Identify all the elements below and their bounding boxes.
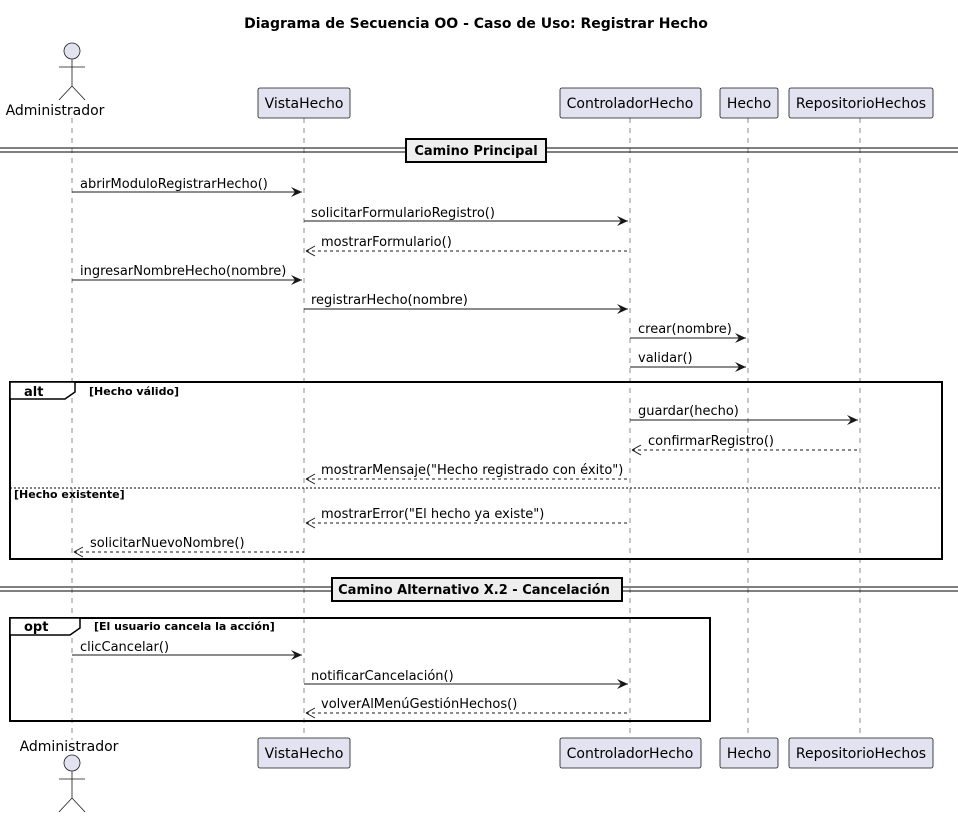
fragment-guard-opt: [El usuario cancela la acción]	[94, 620, 275, 633]
participant-hecho-top: Hecho	[719, 87, 779, 119]
message-label: mostrarError("El hecho ya existe")	[321, 507, 544, 522]
message-label: mostrarFormulario()	[321, 235, 452, 250]
participant-label-vistahecho: VistaHecho	[265, 746, 344, 762]
fragment-kind-alt: alt	[24, 385, 43, 400]
message-label: clicCancelar()	[80, 640, 169, 655]
message-label: notificarCancelación()	[311, 669, 454, 684]
message-label: confirmarRegistro()	[648, 434, 774, 449]
participant-repositoriohechos-bottom: RepositorioHechos	[788, 737, 934, 769]
divider-label: Camino Alternativo X.2 - Cancelación	[338, 583, 610, 598]
fragment-kind-opt: opt	[24, 620, 48, 635]
message-label: solicitarNuevoNombre()	[90, 536, 245, 551]
actor-head-icon	[63, 42, 81, 60]
message-label: solicitarFormularioRegistro()	[311, 206, 495, 221]
participant-label-administrador: Administrador	[20, 739, 119, 755]
participant-label-administrador: Administrador	[6, 103, 105, 119]
message-label: mostrarMensaje("Hecho registrado con éxi…	[321, 463, 623, 478]
message-label: ingresarNombreHecho(nombre)	[80, 264, 286, 279]
message-label: registrarHecho(nombre)	[311, 293, 468, 308]
divider-label: Camino Principal	[414, 144, 537, 159]
message-label: abrirModuloRegistrarHecho()	[80, 177, 268, 192]
participant-vistahecho-bottom: VistaHecho	[257, 737, 351, 769]
actor-administrador-bottom: Administrador	[20, 739, 119, 813]
message-label: guardar(hecho)	[638, 404, 739, 419]
message-label: crear(nombre)	[638, 322, 732, 337]
participants-top: Administrador VistaHecho ControladorHech…	[6, 42, 934, 119]
participant-vistahecho-top: VistaHecho	[257, 87, 351, 119]
message-label: volverAlMenúGestiónHechos()	[321, 697, 517, 712]
participant-label-controladorhecho: ControladorHecho	[567, 746, 694, 762]
participant-label-repositoriohechos: RepositorioHechos	[796, 746, 926, 762]
participant-label-vistahecho: VistaHecho	[265, 96, 344, 112]
divider-camino-alternativo: Camino Alternativo X.2 - Cancelación	[0, 577, 958, 602]
participant-label-hecho: Hecho	[727, 746, 771, 762]
participant-repositoriohechos-top: RepositorioHechos	[788, 87, 934, 119]
participant-controladorhecho-top: ControladorHecho	[559, 87, 702, 119]
participant-label-hecho: Hecho	[727, 96, 771, 112]
message-label: validar()	[638, 351, 693, 366]
opt-fragment: opt [El usuario cancela la acción]	[9, 617, 711, 722]
messages: abrirModuloRegistrarHecho() solicitarFor…	[72, 177, 860, 719]
participant-label-controladorhecho: ControladorHecho	[567, 96, 694, 112]
divider-camino-principal: Camino Principal	[0, 138, 958, 163]
participant-hecho-bottom: Hecho	[719, 737, 779, 769]
participant-controladorhecho-bottom: ControladorHecho	[559, 737, 702, 769]
fragment-else-guard: [Hecho existente]	[14, 488, 125, 501]
actor-administrador-top: Administrador	[6, 42, 105, 119]
participant-label-repositoriohechos: RepositorioHechos	[796, 96, 926, 112]
alt-fragment: alt [Hecho válido] [Hecho existente]	[9, 381, 943, 560]
diagram-title: Diagrama de Secuencia OO - Caso de Uso: …	[244, 16, 708, 32]
fragment-guard-alt: [Hecho válido]	[89, 385, 179, 398]
actor-head-icon	[63, 754, 81, 772]
participants-bottom: Administrador VistaHecho ControladorHech…	[20, 737, 934, 813]
